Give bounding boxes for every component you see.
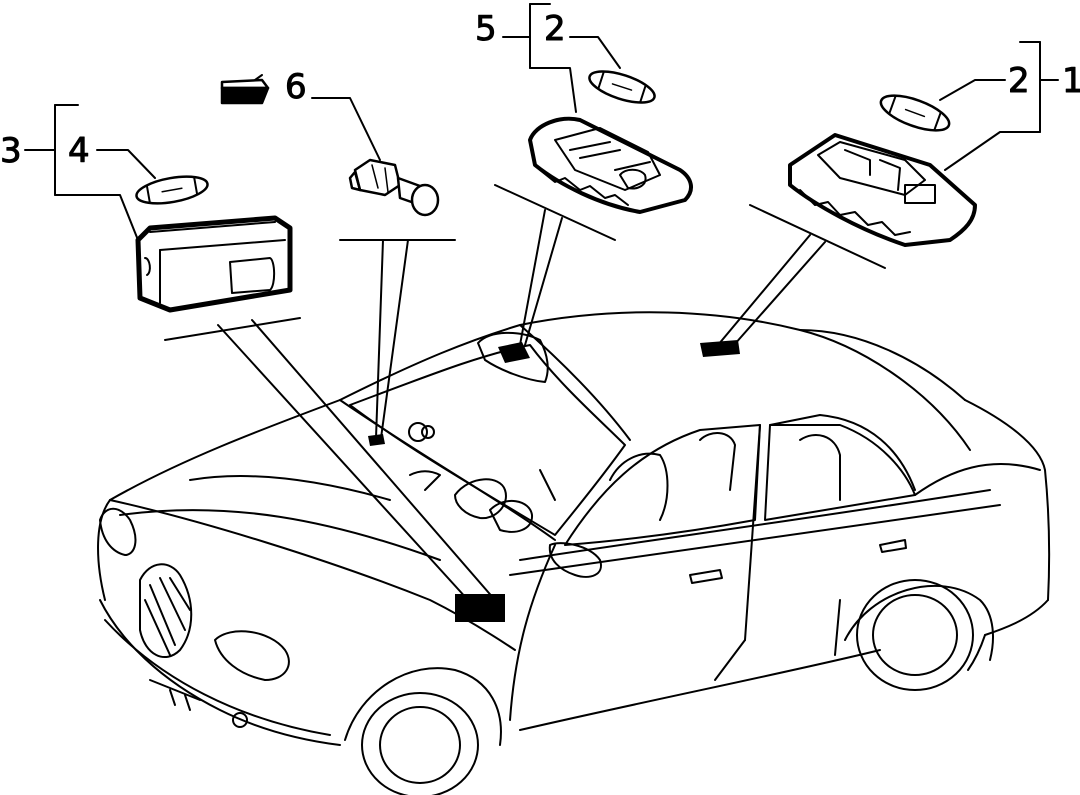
callout-4: 4 — [68, 131, 90, 171]
mount-markers — [368, 340, 740, 622]
lamp-icon — [135, 215, 293, 313]
callout-5: 5 — [475, 9, 497, 49]
callout-2-front: 2 — [544, 9, 566, 49]
leader-lines — [164, 184, 886, 601]
front-lamp-mount — [498, 342, 530, 363]
callout-labels: 1 2 2 3 4 5 6 — [0, 9, 1080, 172]
front-roof-lamp-icon — [528, 116, 693, 214]
bulb-icon — [588, 70, 656, 104]
glovebox-lamp-mount — [455, 594, 505, 622]
callout-3: 3 — [0, 131, 22, 171]
callout-brackets — [24, 3, 1059, 246]
battery-symbol-icon — [220, 74, 270, 105]
switch-icon — [348, 158, 440, 217]
roof-console — [477, 331, 549, 383]
callout-1: 1 — [1062, 61, 1080, 101]
callout-2-rear: 2 — [1008, 61, 1030, 101]
callout-6: 6 — [285, 67, 307, 107]
rear-lamp-mount — [700, 340, 740, 357]
rear-roof-lamp-icon — [788, 133, 977, 247]
car-icon — [97, 311, 1051, 795]
bulb-icon — [135, 175, 209, 205]
bulb-icon — [879, 94, 951, 132]
